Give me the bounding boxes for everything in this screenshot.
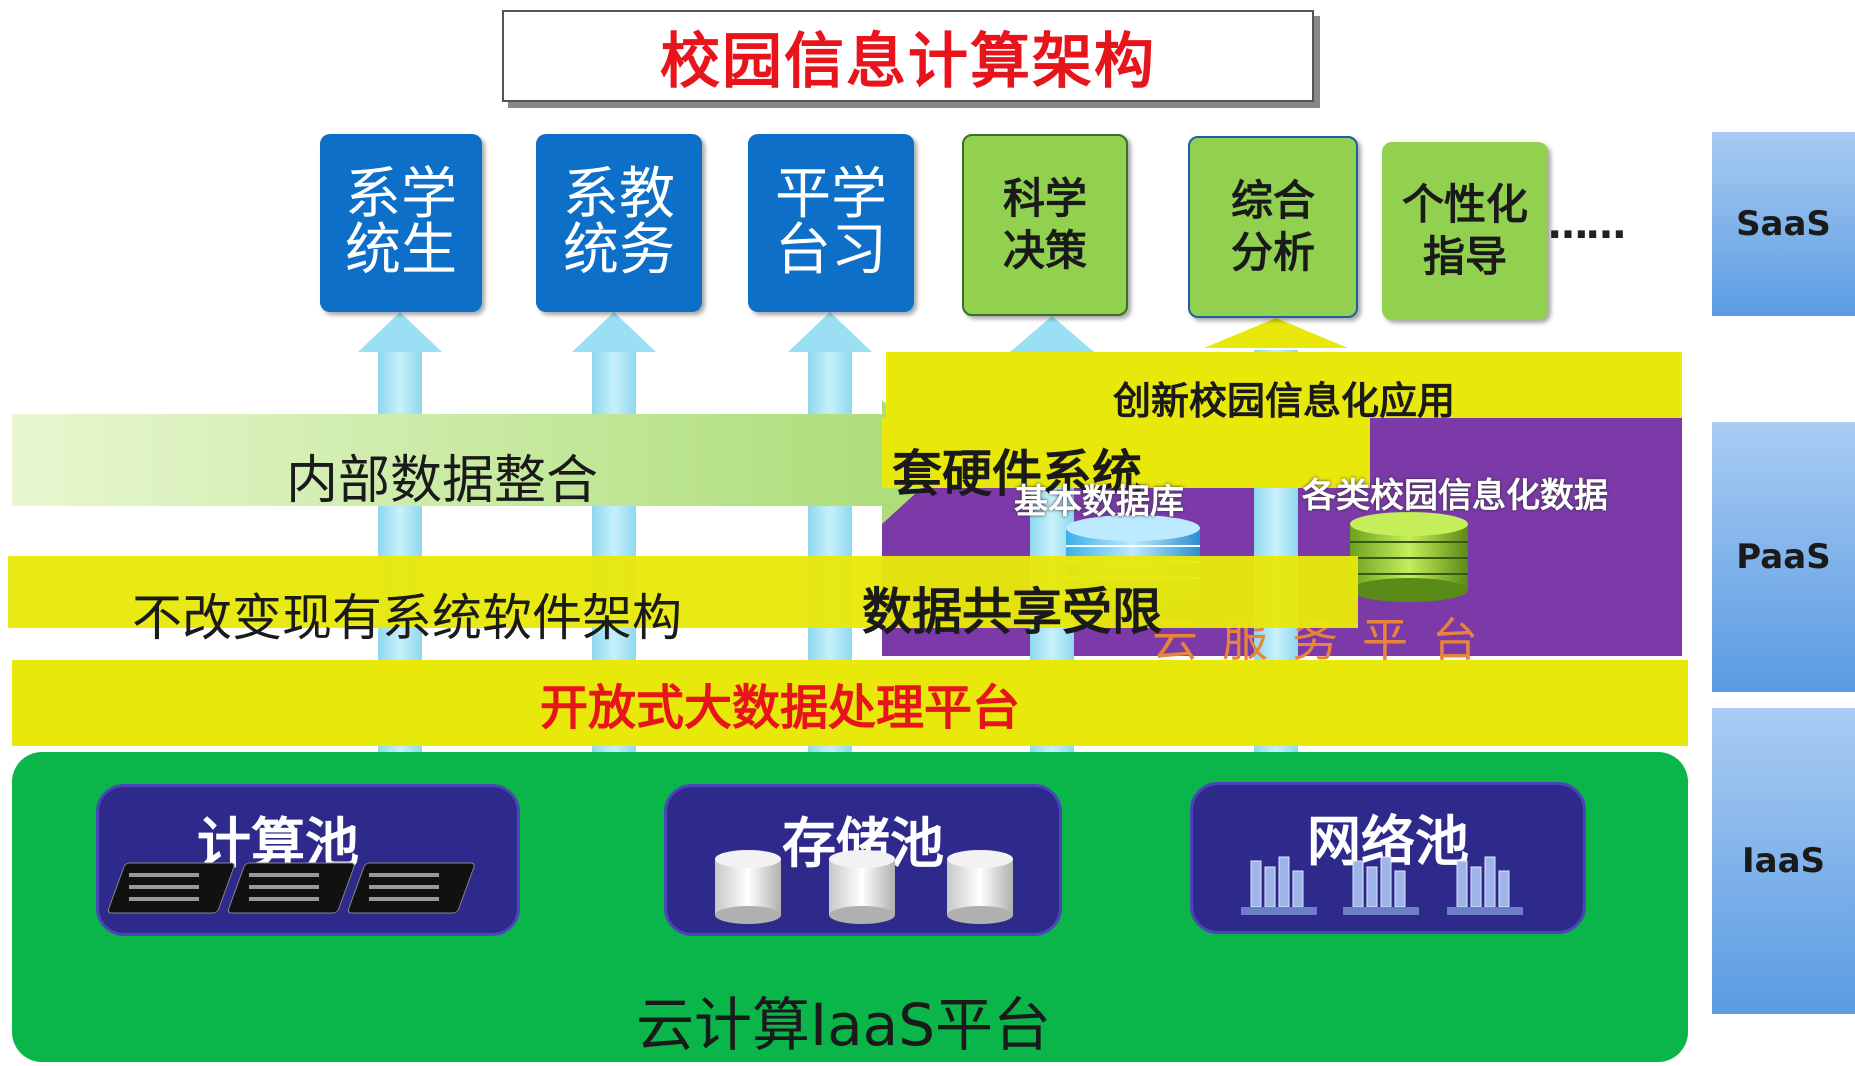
big-data-banner: 开放式大数据处理平台	[12, 660, 1688, 746]
compute-pool: 计算池	[96, 784, 520, 936]
iaas-platform-label: 云计算IaaS平台	[636, 991, 1052, 1059]
app-academic-system: 系教 统务	[536, 134, 702, 312]
storage-pool: 存储池	[664, 784, 1062, 936]
app-student-system: 系学 统生	[320, 134, 482, 312]
campus-data-label: 各类校园信息化数据	[1302, 476, 1608, 516]
campus-data-cylinder	[1350, 512, 1468, 602]
app-scientific-decision: 科学 决策	[962, 134, 1128, 316]
app-line: 统生	[345, 218, 457, 283]
network-pool: 网络池	[1190, 782, 1586, 934]
internal-data-arrow	[12, 400, 950, 524]
hardware-partial-text: 套硬件系统	[892, 445, 1142, 503]
app-line: 台习	[775, 218, 887, 283]
app-line: 统务	[563, 218, 675, 283]
internal-data-label: 内部数据整合	[286, 451, 599, 511]
layer-paas: PaaS	[1712, 422, 1855, 692]
data-share-text: 数据共享受限	[862, 583, 1162, 641]
app-comprehensive-analysis: 综合 分析	[1188, 136, 1358, 318]
server-rack-icon	[107, 862, 475, 914]
innovation-banner-text: 创新校园信息化应用	[1112, 378, 1455, 423]
layer-iaas: IaaS	[1712, 708, 1855, 1014]
network-device-icon	[1241, 856, 1523, 915]
app-line: 科学	[1002, 174, 1087, 223]
innovation-banner: 创新校园信息化应用	[886, 352, 1682, 423]
app-line: 平学	[775, 162, 887, 227]
big-data-text: 开放式大数据处理平台	[539, 680, 1020, 736]
app-line: 系学	[345, 162, 457, 227]
app-line: 分析	[1230, 228, 1315, 277]
basic-db-label: 基本数据库	[1014, 482, 1184, 522]
app-line: 指导	[1422, 232, 1507, 281]
app-line: 综合	[1230, 176, 1315, 225]
page-title: 校园信息计算架构	[660, 26, 1156, 97]
no-change-text: 不改变现有系统软件架构	[132, 589, 682, 647]
app-personalized-guidance: 个性化 指导	[1382, 142, 1548, 320]
app-line: 决策	[1002, 226, 1087, 275]
title-box: 校园信息计算架构	[502, 10, 1314, 102]
app-learning-platform: 平学 台习	[748, 134, 914, 312]
app-line: 系教	[563, 162, 675, 227]
storage-disk-icon	[715, 850, 1013, 924]
hardware-strip	[882, 418, 1370, 488]
app-line: 个性化	[1401, 180, 1528, 229]
no-change-banner	[8, 556, 1358, 628]
ellipsis: ……	[1548, 202, 1626, 248]
layer-saas: SaaS	[1712, 132, 1855, 316]
